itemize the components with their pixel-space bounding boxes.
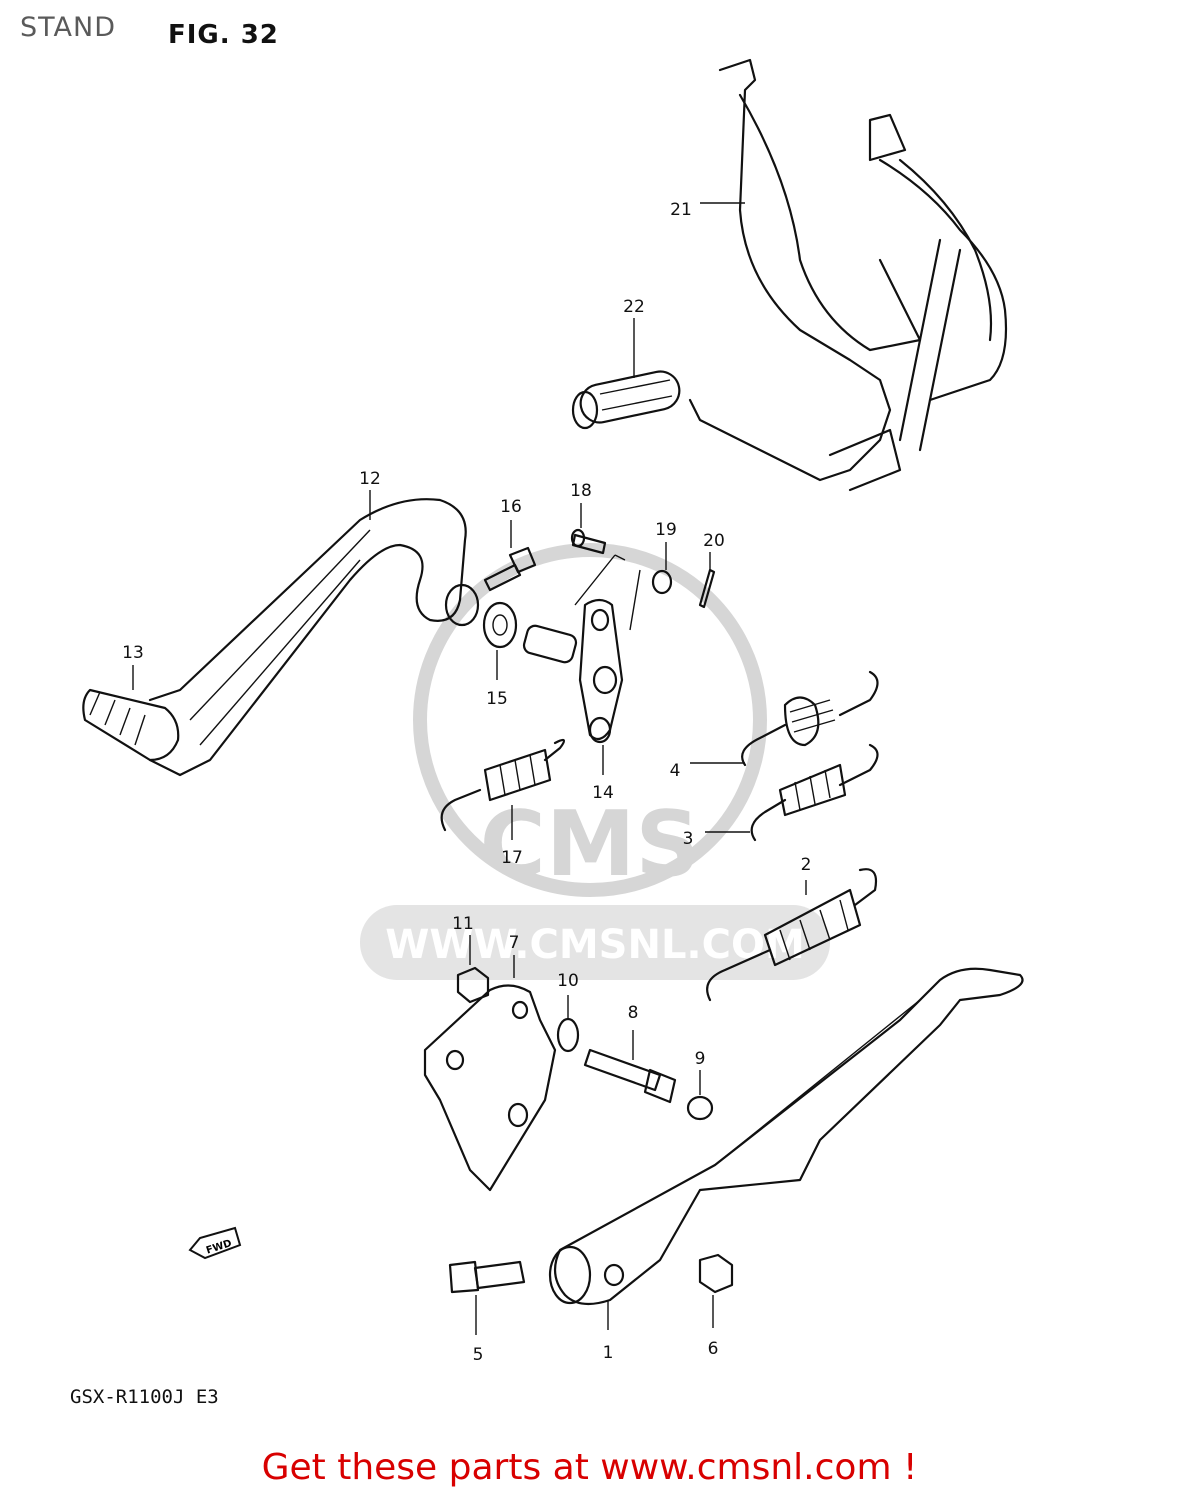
part-21-center-stand-frame [688,58,1008,492]
callout-21: 21 [670,200,692,220]
part-11-nut [456,966,490,1004]
part-5-pivot-bolt [448,1260,526,1294]
callout-15: 15 [486,689,508,709]
callout-2: 2 [801,855,812,875]
part-17-spring [440,738,566,832]
part-4-spring [741,670,879,767]
part-9-cap [686,1095,714,1121]
part-3-spring [750,743,879,842]
callout-8: 8 [628,1003,639,1023]
callout-16: 16 [500,497,522,517]
figure-title: FIG. 32 [168,20,279,50]
part-6-nut [698,1253,734,1294]
part-19-washer [651,569,673,595]
part-14-link-arm [522,554,641,744]
callout-4: 4 [670,761,681,781]
watermark-logo: CMS [480,792,700,897]
callout-12: 12 [359,469,381,489]
callout-1: 1 [603,1343,614,1363]
part-7-bracket [423,984,557,1192]
fwd-arrow-icon: FWD [188,1226,242,1260]
callout-10: 10 [557,971,579,991]
callout-11: 11 [452,914,474,934]
part-8-bolt [583,1048,677,1104]
model-code: GSX-R1100J E3 [70,1386,219,1408]
section-title: STAND [20,12,116,43]
part-16-bolt [483,546,537,592]
part-20-cotter-pin [698,568,716,609]
callout-22: 22 [623,297,645,317]
callout-13: 13 [122,643,144,663]
callout-14: 14 [592,783,614,803]
part-18-pin [570,528,607,555]
part-2-spring [706,868,878,1002]
callout-3: 3 [683,829,694,849]
part-22-stand-grip [571,370,681,430]
part-1-side-stand [548,967,1024,1306]
watermark-url-bar [360,905,830,980]
watermark: CMS WWW.CMSNL.COM [360,543,830,980]
callout-7: 7 [509,933,520,953]
part-15-washer [482,601,518,649]
callout-5: 5 [473,1345,484,1365]
part-12-lever-arm [148,498,480,777]
footer-link[interactable]: Get these parts at www.cmsnl.com ! [261,1447,918,1488]
callout-19: 19 [655,520,677,540]
callout-9: 9 [695,1049,706,1069]
callout-20: 20 [703,531,725,551]
watermark-url: WWW.CMSNL.COM [385,922,805,968]
callout-6: 6 [708,1339,719,1359]
callout-17: 17 [501,848,523,868]
part-13-footpeg-rubber [82,688,180,762]
part-10-lock-washer [556,1017,580,1053]
callout-18: 18 [570,481,592,501]
